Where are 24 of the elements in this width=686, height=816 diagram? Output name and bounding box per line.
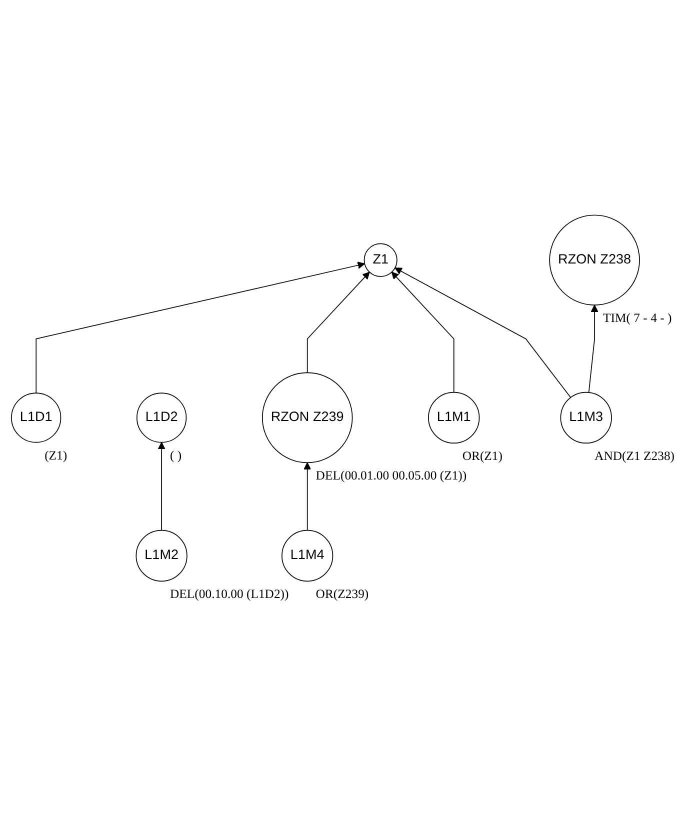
node-caption: AND(Z1 Z238) bbox=[594, 449, 675, 464]
node-circle: L1M4 bbox=[282, 530, 334, 582]
node-caption: OR(Z1) bbox=[462, 449, 502, 464]
node-circle: L1D1 bbox=[11, 392, 62, 443]
arrow bbox=[394, 268, 572, 398]
arrow bbox=[158, 442, 166, 531]
arrow bbox=[306, 272, 370, 374]
arrow bbox=[588, 304, 598, 393]
node-caption: (Z1) bbox=[44, 448, 68, 462]
node-circle: L1D2 bbox=[136, 392, 187, 443]
node-caption: OR(Z239) bbox=[316, 587, 369, 602]
arrow bbox=[391, 272, 454, 393]
node-circle: L1M2 bbox=[136, 530, 188, 582]
node-caption: TIM( 7 - 4 - ) bbox=[603, 310, 672, 325]
node-caption: ( ) bbox=[170, 448, 182, 462]
node-circle: L1M3 bbox=[560, 392, 612, 444]
arrow bbox=[36, 262, 365, 394]
node-circle: RZON Z239 bbox=[262, 372, 353, 464]
node-caption: DEL(00.01.00 00.05.00 (Z1)) bbox=[316, 468, 467, 483]
arrow bbox=[304, 462, 312, 531]
node-circle: RZON Z238 bbox=[549, 214, 640, 306]
node-caption: DEL(00.10.00 (L1D2)) bbox=[170, 587, 289, 602]
node-circle: L1M1 bbox=[428, 392, 480, 444]
node-circle: Z1 bbox=[364, 243, 398, 277]
